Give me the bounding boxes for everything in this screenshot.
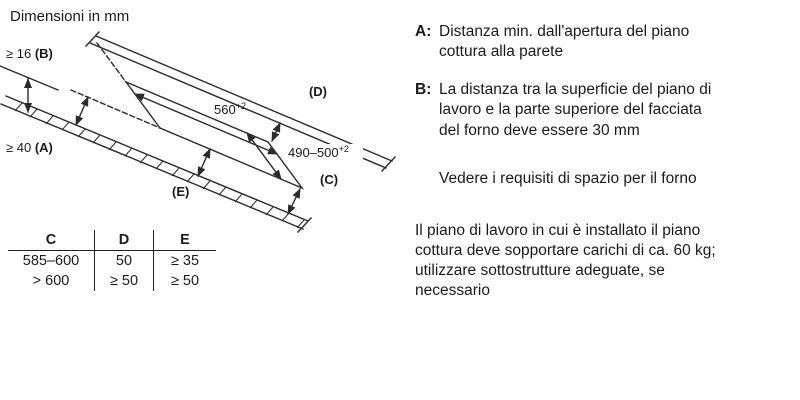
oven-space-note: Vedere i requisiti di spazio per il forn…: [439, 169, 697, 187]
table-cell: > 600: [32, 273, 70, 289]
note-label-b: B:: [415, 81, 432, 99]
table-row: > 600 ≥ 50 ≥ 50: [8, 271, 216, 291]
label-dimension-a: ≥ 40 (A): [6, 140, 53, 155]
label-backdrop: [285, 144, 363, 160]
table-cell: 50: [94, 250, 154, 271]
notes-column: A: Distanza min. dall'apertura del piano…: [415, 22, 767, 301]
dimension-e-arrow: [197, 148, 211, 177]
note-text-b: La distanza tra la superficie del piano …: [439, 81, 712, 139]
label-dimension-d: (D): [309, 84, 327, 99]
table-header-c: C: [8, 230, 95, 251]
table-header-e: E: [153, 230, 216, 251]
table-header-row: C D E: [8, 230, 216, 251]
extension-dashed-lines: [70, 42, 161, 129]
dimension-c-arrow: [287, 188, 301, 215]
table-row: 585–600 50 ≥ 35: [8, 250, 216, 271]
table-cell: 585–600: [22, 253, 80, 269]
dimension-table: C D E 585–600 50 ≥ 35 > 600 ≥ 50 ≥ 50: [8, 230, 216, 291]
dimension-a-arrow: [75, 96, 89, 126]
table-cell: ≥ 50: [153, 271, 216, 291]
label-dimension-b: ≥ 16 (B): [6, 46, 53, 61]
worktop-surface-line: [0, 65, 59, 91]
table-cell: ≥ 35: [153, 250, 216, 271]
dimension-depth-490-arrow: [246, 132, 282, 180]
load-capacity-note: Il piano di lavoro in cui è installato i…: [415, 221, 716, 300]
label-cutout-depth: 490–500+2: [288, 144, 349, 160]
hatching-pattern: [14, 102, 305, 229]
label-dimension-e: (E): [172, 184, 189, 199]
table-header-d: D: [94, 230, 154, 251]
note-text-a: Distanza min. dall'apertura del piano co…: [439, 23, 690, 61]
installation-diagram: ≥ 16 (B) ≥ 40 (A) (D) (C) (E) 560+2 490–…: [0, 31, 396, 233]
table-cell: ≥ 50: [94, 271, 154, 291]
note-item-b: B: La distanza tra la superficie del pia…: [415, 80, 767, 140]
label-cutout-width: 560+2: [214, 101, 246, 117]
note-label-a: A:: [415, 23, 432, 40]
page-title: Dimensioni in mm: [10, 8, 130, 25]
dimension-d-arrow: [271, 122, 281, 142]
note-item-a: A: Distanza min. dall'apertura del piano…: [415, 22, 767, 62]
label-dimension-c: (C): [320, 172, 338, 187]
worktop-front-edge-line: [0, 95, 312, 233]
